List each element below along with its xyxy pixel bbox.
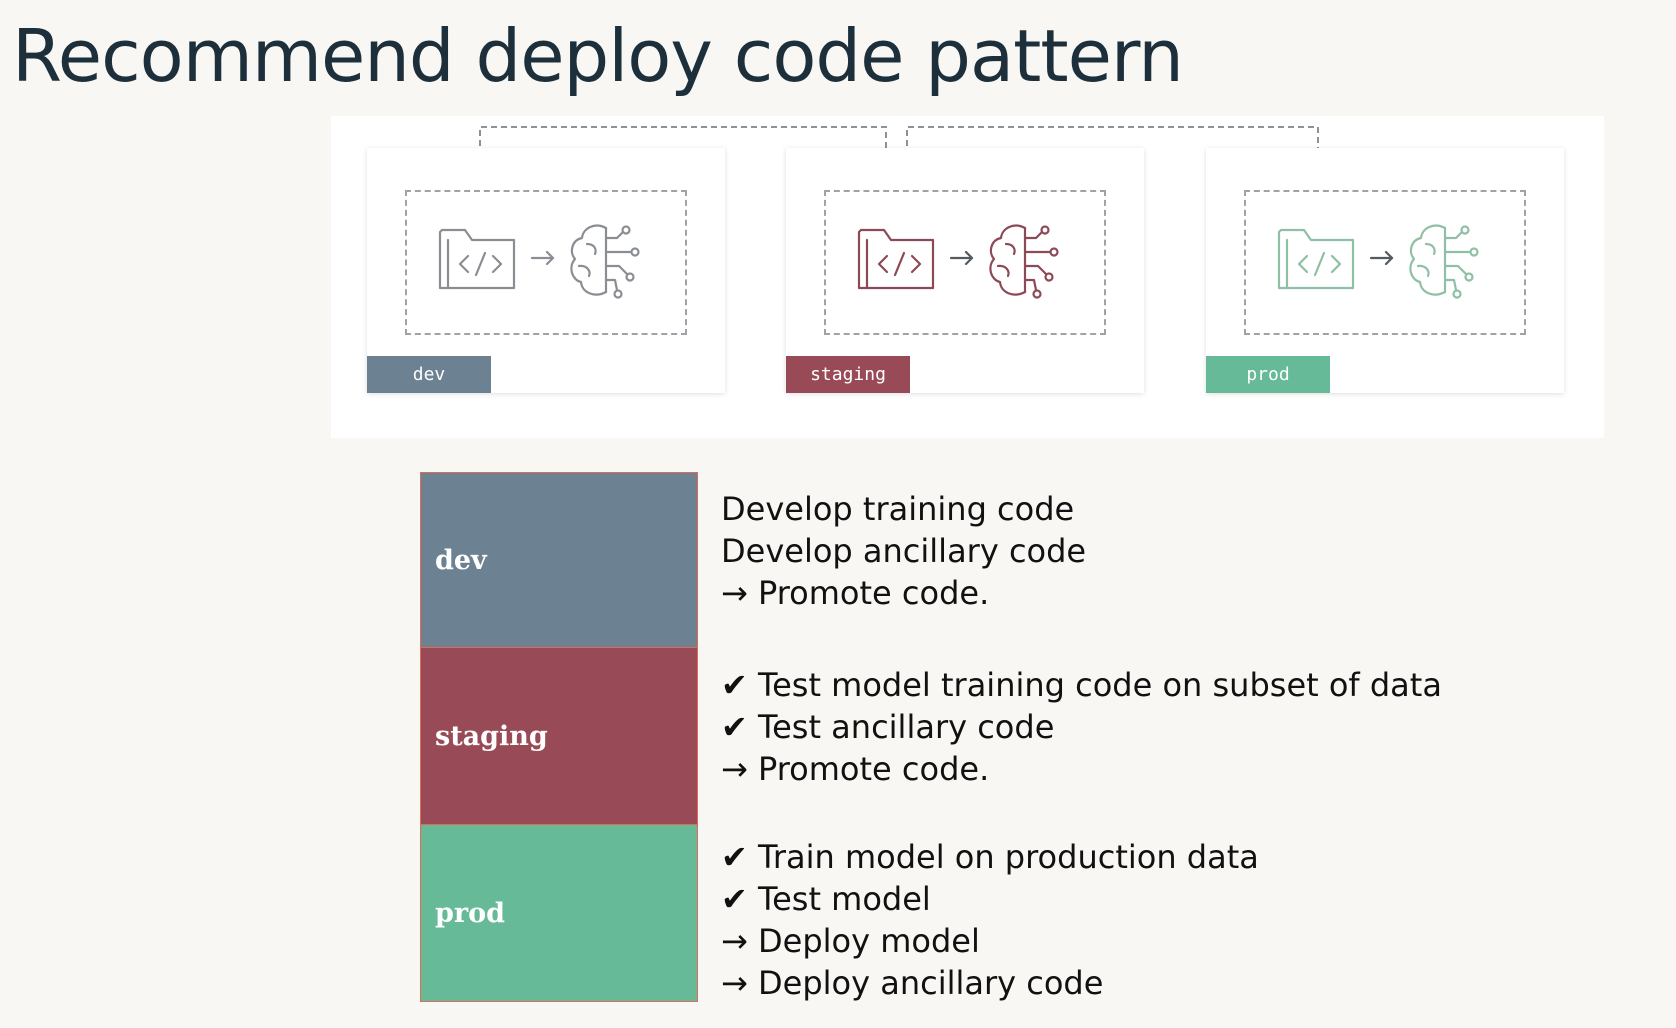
prod-steps: ✔ Train model on production data ✔ Test … — [721, 836, 1259, 1004]
env-card-dev: dev — [367, 148, 725, 393]
brain-circuit-icon — [989, 224, 1059, 299]
arrow-right-icon — [530, 250, 555, 266]
code-folder-icon — [438, 228, 516, 290]
list-item: → Deploy model — [721, 922, 980, 960]
slide-title: Recommend deploy code pattern — [12, 14, 1184, 98]
table-cell-staging: staging — [421, 648, 697, 825]
list-item: ✔ Train model on production data — [721, 838, 1259, 876]
deploy-diagram: dev — [331, 116, 1604, 438]
staging-steps: ✔ Test model training code on subset of … — [721, 664, 1442, 790]
list-item: ✔ Test model training code on subset of … — [721, 666, 1442, 704]
code-folder-icon — [1277, 228, 1355, 290]
list-item: → Deploy ancillary code — [721, 964, 1104, 1002]
brain-circuit-icon — [1409, 224, 1479, 299]
list-item: → Promote code. — [721, 574, 990, 612]
environment-table: dev staging prod — [420, 472, 698, 1002]
env-card-staging: staging — [786, 148, 1144, 393]
table-label-dev: dev — [435, 544, 487, 576]
brain-circuit-icon — [570, 224, 640, 299]
table-label-prod: prod — [435, 897, 505, 929]
list-item: ✔ Test model — [721, 880, 931, 918]
env-artifacts-dev — [405, 190, 687, 335]
arrow-right-icon — [1369, 250, 1394, 266]
env-label-dev: dev — [367, 356, 491, 393]
env-artifacts-staging — [824, 190, 1106, 335]
env-label-prod: prod — [1206, 356, 1330, 393]
dev-steps: Develop training code Develop ancillary … — [721, 488, 1086, 614]
arrow-right-icon — [949, 250, 974, 266]
env-card-prod: prod — [1206, 148, 1564, 393]
list-item: ✔ Test ancillary code — [721, 708, 1055, 746]
table-cell-prod: prod — [421, 825, 697, 1001]
table-label-staging: staging — [435, 720, 548, 752]
env-label-staging: staging — [786, 356, 910, 393]
table-cell-dev: dev — [421, 473, 697, 648]
list-item: Develop ancillary code — [721, 532, 1087, 570]
list-item: → Promote code. — [721, 750, 990, 788]
env-artifacts-prod — [1244, 190, 1526, 335]
list-item: Develop training code — [721, 490, 1075, 528]
code-folder-icon — [857, 228, 935, 290]
